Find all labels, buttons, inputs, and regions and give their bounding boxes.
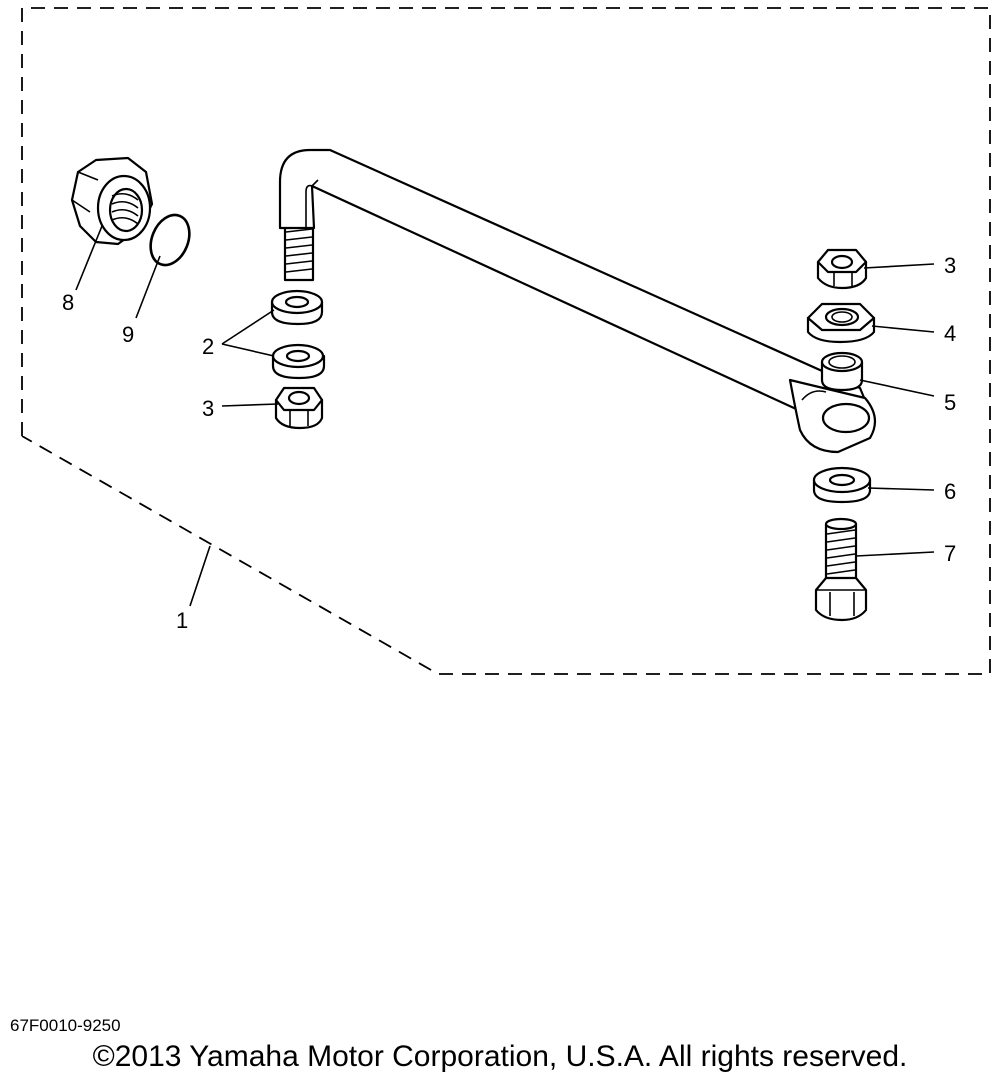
callout-2: 2 — [202, 334, 214, 359]
copyright-notice: ©2013 Yamaha Motor Corporation, U.S.A. A… — [92, 1040, 908, 1073]
callout-1: 1 — [176, 608, 188, 633]
callout-4: 4 — [944, 321, 956, 346]
callout-3-right: 3 — [944, 253, 956, 278]
callout-9: 9 — [122, 322, 134, 347]
callout-5: 5 — [944, 390, 956, 415]
washer-icon — [812, 466, 872, 504]
collar-icon — [820, 351, 864, 392]
steering-rod-icon — [278, 148, 877, 454]
nut-icon — [816, 248, 868, 290]
drawing-code: 67F0010-9250 — [10, 1016, 121, 1035]
leader-lines — [75, 225, 935, 607]
washer-icon — [271, 343, 326, 380]
nut-icon — [806, 302, 876, 344]
callout-6: 6 — [944, 479, 956, 504]
nut-icon — [274, 386, 324, 430]
o-ring-icon — [149, 213, 191, 267]
cap-nut-icon — [70, 156, 154, 246]
assembly-boundary — [21, 7, 991, 675]
callout-8: 8 — [62, 290, 74, 315]
callout-3-left: 3 — [202, 396, 214, 421]
callout-7: 7 — [944, 541, 956, 566]
washer-icon — [270, 289, 324, 326]
bolt-icon — [814, 517, 868, 622]
